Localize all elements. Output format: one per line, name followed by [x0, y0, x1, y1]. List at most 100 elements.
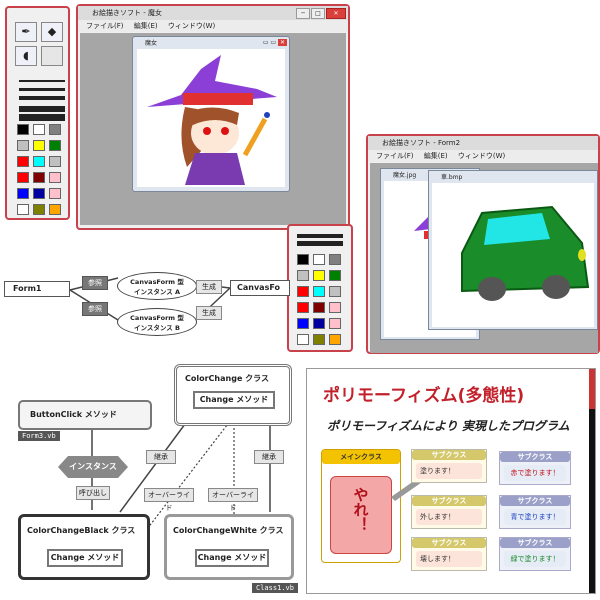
color-swatch[interactable] [33, 204, 45, 215]
palette-window-1: ✒ ◆ ◖ [5, 6, 70, 220]
color-swatch[interactable] [313, 270, 325, 281]
sub-panel-green: サブクラス 緑で塗ります！ [499, 537, 571, 571]
file-tag-class1: Class1.vb [252, 583, 298, 593]
slide-side-bar-red [589, 369, 595, 409]
color-swatch[interactable] [329, 334, 341, 345]
eraser-tool-icon[interactable]: ◆ [41, 22, 63, 42]
color-swatch[interactable] [313, 318, 325, 329]
line-heavy[interactable] [19, 114, 65, 121]
override-tag-right: オーバーライド [208, 488, 258, 512]
color-swatch[interactable] [17, 188, 29, 199]
canvasform-box: CanvasFo [230, 280, 290, 296]
yare-text: やれ！ [351, 487, 370, 532]
color-swatch[interactable] [49, 204, 61, 215]
sub-panel-1: サブクラス 塗ります！ [411, 449, 487, 483]
menu-file-2[interactable]: ファイル(F) [376, 152, 414, 160]
color-swatch[interactable] [313, 334, 325, 345]
white-title: ColorChangeWhite クラス [173, 526, 284, 535]
black-change-method: Change メソッド [47, 549, 123, 567]
line-thin[interactable] [19, 80, 65, 82]
override-tag-left: オーバーライド [144, 488, 194, 512]
slide-title-b: (多態性) [457, 386, 525, 406]
sub-panel-2: サブクラス 外します！ [411, 495, 487, 529]
color-swatch[interactable] [313, 302, 325, 313]
line-option-2[interactable] [297, 241, 343, 246]
menu-edit-2[interactable]: 編集(E) [423, 152, 448, 160]
color-swatch[interactable] [17, 204, 29, 215]
color-swatch[interactable] [297, 302, 309, 313]
color-swatch[interactable] [33, 140, 45, 151]
pen-tool-icon[interactable]: ✒ [15, 22, 37, 42]
menu-window[interactable]: ウィンドウ(W) [167, 22, 216, 30]
child-title-jpg: 魔女.jpg [393, 172, 417, 179]
sub-body-3: 壊します！ [416, 551, 482, 567]
instance-b-line1: CanvasForm 型 [130, 314, 184, 322]
file-tag-form3: Form3.vb [18, 431, 60, 441]
color-swatch[interactable] [49, 156, 61, 167]
buttonclick-label: ButtonClick メソッド [30, 410, 117, 419]
color-swatch[interactable] [33, 188, 45, 199]
child-controls: ▭ ▭ ✕ [262, 39, 287, 46]
instance-label: インスタンス [69, 462, 117, 471]
color-swatch[interactable] [33, 156, 45, 167]
magnet-tool-icon[interactable]: ◖ [15, 46, 37, 66]
menu-file[interactable]: ファイル(F) [86, 22, 124, 30]
instance-a-line2: インスタンス A [133, 288, 181, 296]
sub-header-blue: サブクラス [500, 496, 570, 506]
color-swatch[interactable] [297, 318, 309, 329]
color-swatch[interactable] [49, 188, 61, 199]
colorchange-box: ColorChange クラス Change メソッド [174, 364, 292, 426]
color-swatch[interactable] [17, 124, 29, 135]
color-swatch[interactable] [297, 270, 309, 281]
instance-b-line2: インスタンス B [134, 324, 180, 332]
child-title-car: 車.bmp [441, 174, 463, 181]
color-swatch[interactable] [49, 140, 61, 151]
color-swatch[interactable] [17, 140, 29, 151]
color-swatch[interactable] [297, 286, 309, 297]
color-swatch[interactable] [297, 334, 309, 345]
gen-tag-b: 生成 [196, 306, 222, 320]
color-swatch[interactable] [329, 302, 341, 313]
gen-tag-a: 生成 [196, 280, 222, 294]
blank-tool-icon[interactable] [41, 46, 63, 66]
close-icon[interactable]: ✕ [326, 8, 346, 19]
maximize-icon[interactable]: □ [311, 8, 325, 19]
slide-title-a: ポリモーフィズム [323, 386, 458, 406]
inherit-tag-left: 継承 [146, 450, 176, 464]
menu-window-2[interactable]: ウィンドウ(W) [457, 152, 506, 160]
line-bold[interactable] [19, 106, 65, 112]
color-swatch[interactable] [17, 172, 29, 183]
color-swatch[interactable] [17, 156, 29, 167]
line-medium[interactable] [19, 88, 65, 91]
color-swatch[interactable] [329, 254, 341, 265]
color-swatch[interactable] [49, 124, 61, 135]
child-title: 魔女 [145, 40, 158, 47]
color-swatch[interactable] [329, 270, 341, 281]
instance-a-ellipse: CanvasForm 型 インスタンス A [117, 272, 197, 300]
menu-bar: ファイル(F) 編集(E) ウィンドウ(W) [78, 20, 348, 32]
color-swatch[interactable] [49, 172, 61, 183]
line-thick[interactable] [19, 96, 65, 100]
colorchange-title: ColorChange クラス [185, 374, 269, 383]
instance-b-ellipse: CanvasForm 型 インスタンス B [117, 308, 197, 336]
sub-body-2: 外します！ [416, 509, 482, 525]
sub-body-green: 緑で塗ります！ [504, 551, 566, 567]
menu-edit[interactable]: 編集(E) [133, 22, 158, 30]
hexagon-shape [58, 456, 128, 478]
color-swatch[interactable] [329, 286, 341, 297]
color-swatch[interactable] [33, 124, 45, 135]
color-swatch[interactable] [33, 172, 45, 183]
color-swatch[interactable] [313, 286, 325, 297]
window-title: お絵描きソフト - 魔女 [78, 6, 348, 20]
slide-title: ポリモーフィズム(多態性) [323, 381, 524, 406]
sub-header-2: サブクラス [412, 496, 486, 506]
ref-tag-a: 参照 [82, 276, 108, 290]
color-swatch[interactable] [313, 254, 325, 265]
car-canvas [432, 183, 594, 327]
line-option[interactable] [297, 234, 343, 238]
color-swatch[interactable] [329, 318, 341, 329]
sub-panel-red: サブクラス 赤で塗ります！ [499, 451, 571, 485]
color-swatch[interactable] [297, 254, 309, 265]
minimize-icon[interactable]: ─ [296, 8, 310, 19]
window-controls: ─□✕ [296, 8, 346, 19]
